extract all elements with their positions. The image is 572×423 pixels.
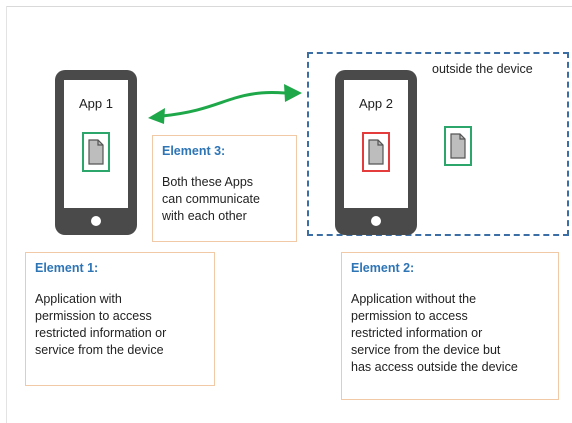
element-2-title: Element 2: xyxy=(351,261,415,275)
element-2-note: Element 2: Application without the permi… xyxy=(341,252,559,400)
element-1-title: Element 1: xyxy=(35,261,99,275)
element-1-body: Application with permission to access re… xyxy=(35,292,167,357)
phone-1-screen: App 1 xyxy=(64,80,128,208)
external-app-icon xyxy=(444,126,472,166)
communication-arrow xyxy=(148,84,302,124)
phone-2: App 2 xyxy=(335,70,417,235)
app-1-label: App 1 xyxy=(79,96,113,111)
element-1-note: Element 1: Application with permission t… xyxy=(25,252,215,386)
document-icon xyxy=(450,133,466,159)
frame-border-top xyxy=(6,6,572,7)
phone-2-screen: App 2 xyxy=(344,80,408,208)
element-2-body: Application without the permission to ac… xyxy=(351,292,518,374)
frame-border-left xyxy=(6,6,7,423)
phone-2-home-button xyxy=(371,216,381,226)
document-icon xyxy=(368,139,384,165)
element-3-title: Element 3: xyxy=(162,144,226,158)
element-3-note: Element 3: Both these Apps can communica… xyxy=(152,135,297,242)
phone-1: App 1 xyxy=(55,70,137,235)
arrow-head-left xyxy=(148,108,165,124)
app-2-icon xyxy=(362,132,390,172)
phone-1-home-button xyxy=(91,216,101,226)
arrow-head-right xyxy=(284,84,302,102)
outside-device-region xyxy=(307,52,569,236)
app-1-icon xyxy=(82,132,110,172)
app-2-label: App 2 xyxy=(359,96,393,111)
element-3-body: Both these Apps can communicate with eac… xyxy=(162,175,260,223)
outside-device-label: outside the device xyxy=(432,62,533,76)
document-icon xyxy=(88,139,104,165)
